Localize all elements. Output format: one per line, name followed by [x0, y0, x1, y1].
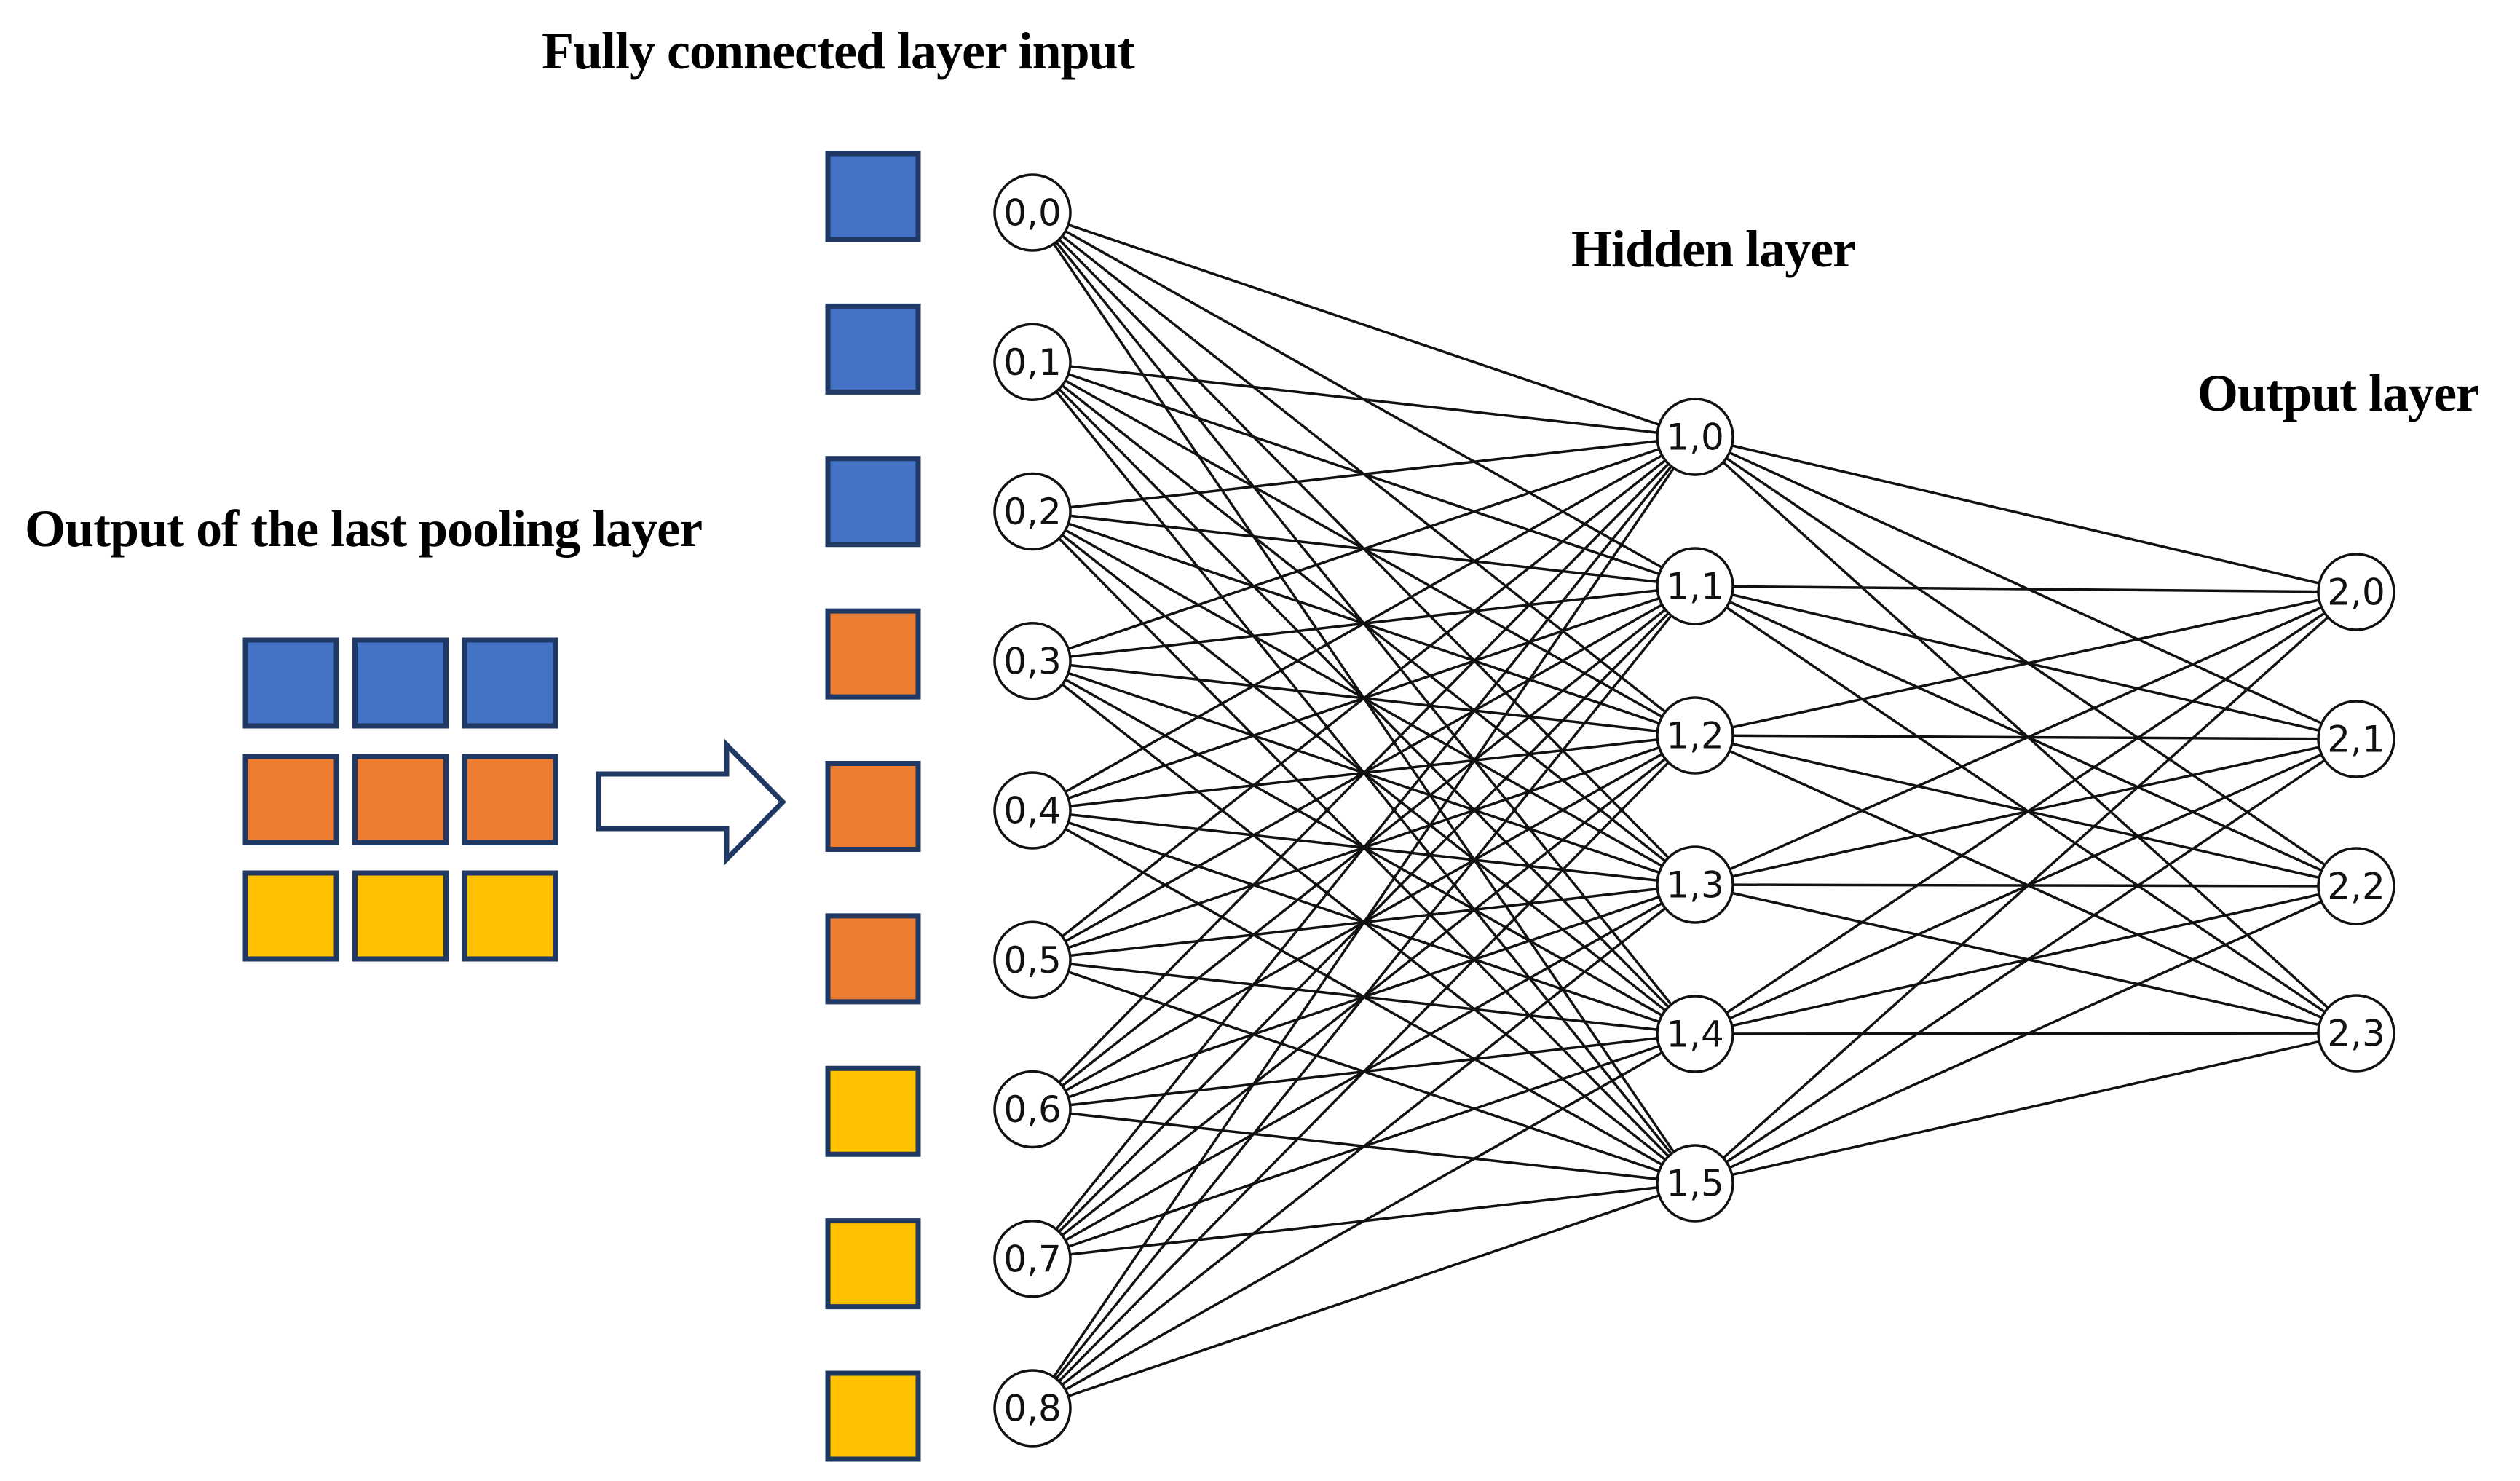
input-node: [993, 1070, 1072, 1149]
hidden-node: [1656, 398, 1734, 476]
node-label: 0,2: [1003, 491, 1062, 533]
fc-input-square: [825, 1370, 921, 1462]
pooling-grid-cell: [352, 754, 449, 845]
edge-hidden-output: [1694, 435, 2357, 593]
output-node: [2317, 847, 2395, 925]
node-label: 2,2: [2327, 866, 2385, 908]
pooling-grid-cell: [462, 870, 558, 962]
edge-input-hidden: [1031, 734, 1697, 1410]
node-label: 1,5: [1666, 1163, 1724, 1205]
node-label: 2,0: [2327, 572, 2385, 614]
hidden-node: [1656, 696, 1734, 775]
node-label: 0,4: [1003, 790, 1062, 832]
output-node: [2317, 700, 2395, 778]
node-label: 1,4: [1666, 1014, 1724, 1056]
node-label: 0,6: [1003, 1089, 1062, 1131]
node-label: 0,8: [1003, 1388, 1062, 1430]
hidden-node: [1656, 845, 1734, 924]
node-label: 0,5: [1003, 939, 1062, 982]
input-node: [993, 771, 1072, 850]
edge-hidden-output: [1694, 591, 2357, 737]
fc-input-square: [825, 151, 921, 242]
edge-input-hidden: [1032, 360, 1696, 438]
pooling-grid-cell: [242, 637, 339, 729]
fc-input-square: [825, 303, 921, 395]
edge-input-hidden: [1031, 435, 1697, 1110]
edge-hidden-output: [1694, 585, 2357, 593]
edge-hidden-output: [1694, 1032, 2357, 1185]
node-label: 2,1: [2327, 719, 2385, 761]
input-node: [993, 920, 1072, 999]
output-node: [2317, 994, 2395, 1073]
edge-hidden-output: [1694, 591, 2358, 1185]
fc-input-square: [825, 608, 921, 700]
node-label: 0,7: [1003, 1238, 1062, 1280]
node-label: 1,0: [1666, 416, 1724, 459]
pooling-grid-cell: [462, 754, 558, 845]
edge-hidden-output: [1694, 591, 2357, 1035]
edge-hidden-output: [1694, 885, 2357, 1185]
pooling-output-title: Output of the last pooling layer: [25, 499, 703, 558]
node-label: 2,3: [2327, 1013, 2385, 1055]
edge-input-hidden: [1031, 585, 1697, 1410]
pooling-grid-cell: [352, 637, 449, 729]
edge-input-hidden: [1031, 883, 1697, 1410]
edge-input-hidden: [1032, 1032, 1696, 1410]
node-label: 0,3: [1003, 640, 1062, 682]
input-node: [993, 323, 1072, 401]
hidden-node: [1656, 547, 1734, 625]
pooling-grid-cell: [352, 870, 449, 962]
fc-input-square: [825, 761, 921, 852]
output-layer-title: Output layer: [2197, 364, 2479, 422]
edge-input-hidden: [1032, 435, 1696, 663]
pooling-grid-cell: [242, 754, 339, 845]
node-label: 0,1: [1003, 341, 1062, 384]
pooling-grid-cell: [242, 870, 339, 962]
edge-input-hidden: [1031, 436, 1697, 1409]
edge-hidden-output: [1694, 738, 2357, 1185]
edge-input-hidden: [1032, 1182, 1696, 1410]
edge-input-hidden: [1032, 435, 1696, 812]
output-node: [2317, 553, 2395, 631]
input-node: [993, 472, 1072, 551]
edge-input-hidden: [1032, 211, 1696, 438]
pooling-grid-cell: [462, 637, 558, 729]
hidden-layer-title: Hidden layer: [1571, 220, 1856, 278]
node-label: 1,1: [1666, 566, 1724, 608]
hidden-node: [1656, 995, 1734, 1073]
input-node: [993, 1220, 1072, 1298]
input-node: [993, 173, 1072, 252]
node-label: 1,2: [1666, 715, 1724, 757]
edge-input-hidden: [1032, 435, 1696, 513]
fc-input-square: [825, 1065, 921, 1157]
hidden-node: [1656, 1144, 1734, 1223]
node-label: 0,0: [1003, 192, 1062, 234]
fc-input-square: [825, 456, 921, 548]
node-label: 1,3: [1666, 864, 1724, 907]
flatten-arrow-icon: [596, 738, 786, 866]
edge-hidden-output: [1694, 591, 2357, 886]
edge-input-hidden: [1031, 435, 1697, 1260]
edge-input-hidden: [1031, 435, 1697, 961]
input-node: [993, 622, 1072, 700]
input-node: [993, 1369, 1072, 1448]
fc-input-title: Fully connected layer input: [542, 22, 1135, 80]
fc-input-square: [825, 1218, 921, 1310]
fc-input-square: [825, 913, 921, 1005]
